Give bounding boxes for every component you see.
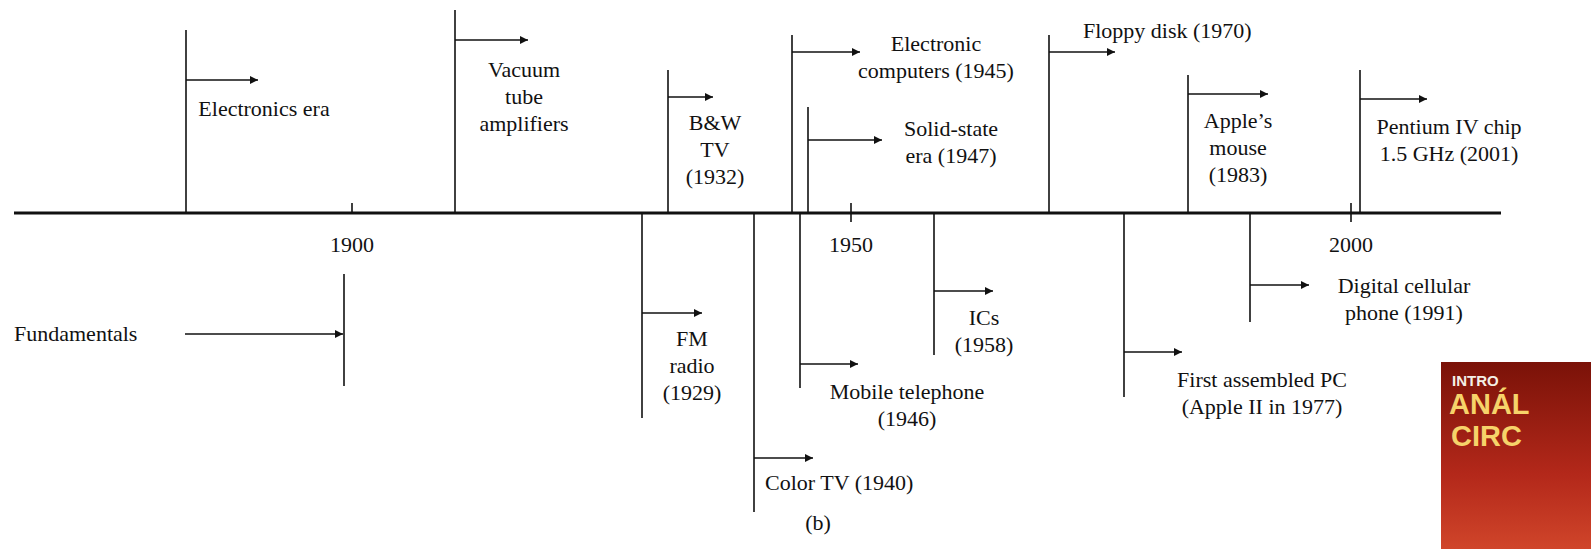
marker-line	[807, 107, 809, 213]
cover-text: ANÁL	[1449, 388, 1530, 420]
tick	[351, 203, 353, 213]
marker-line	[1123, 213, 1125, 397]
event-label: Apple’s mouse (1983)	[1196, 107, 1280, 188]
event-label: Digital cellular phone (1991)	[1318, 272, 1490, 326]
event-label: B&W TV (1932)	[680, 109, 750, 190]
marker-arrow	[1360, 98, 1427, 100]
marker-line	[1359, 70, 1361, 213]
cover-text: CIRC	[1451, 420, 1522, 452]
timeline-lines	[14, 10, 1501, 512]
marker-line	[799, 213, 801, 388]
event-label: FM radio (1929)	[658, 325, 726, 406]
marker-line	[753, 213, 755, 512]
marker-arrow	[808, 139, 882, 141]
marker-line	[791, 35, 793, 213]
marker-line	[1249, 213, 1251, 322]
marker-arrow	[455, 39, 528, 41]
marker-arrow	[754, 457, 813, 459]
year-label: 1950	[829, 231, 873, 258]
event-label: Electronics era	[195, 95, 333, 122]
book-cover	[1441, 362, 1591, 549]
marker-line	[933, 213, 935, 355]
marker-line	[343, 274, 345, 386]
caption: (b)	[805, 509, 831, 536]
marker-line	[641, 213, 643, 418]
marker-arrow	[185, 333, 343, 335]
event-label: Mobile telephone (1946)	[819, 378, 995, 432]
event-label: Floppy disk (1970)	[1083, 17, 1252, 44]
event-label: First assembled PC (Apple II in 1977)	[1149, 366, 1375, 420]
marker-line	[667, 70, 669, 213]
marker-arrow	[1188, 93, 1268, 95]
marker-line	[1187, 75, 1189, 213]
marker-arrow	[792, 51, 860, 53]
marker-arrow	[668, 96, 713, 98]
tick	[1350, 203, 1352, 222]
cover-text: INTRO	[1452, 372, 1499, 389]
event-label: Fundamentals	[14, 320, 137, 347]
time-axis	[14, 212, 1501, 215]
event-label: ICs (1958)	[948, 304, 1020, 358]
event-label: Electronic computers (1945)	[845, 30, 1027, 84]
event-label: Solid-state era (1947)	[889, 115, 1013, 169]
marker-line	[1048, 35, 1050, 213]
marker-arrow	[934, 290, 993, 292]
year-label: 2000	[1329, 231, 1373, 258]
marker-arrow	[800, 363, 858, 365]
marker-line	[185, 30, 187, 213]
event-label: Pentium IV chip 1.5 GHz (2001)	[1366, 113, 1532, 167]
marker-arrow	[1049, 51, 1115, 53]
marker-arrow	[642, 312, 702, 314]
event-label: Color TV (1940)	[765, 469, 913, 496]
event-label: Vacuum tube amplifiers	[468, 56, 580, 137]
marker-arrow	[186, 79, 258, 81]
marker-arrow	[1124, 351, 1182, 353]
tick	[850, 203, 852, 222]
marker-arrow	[1250, 284, 1309, 286]
year-label: 1900	[330, 231, 374, 258]
